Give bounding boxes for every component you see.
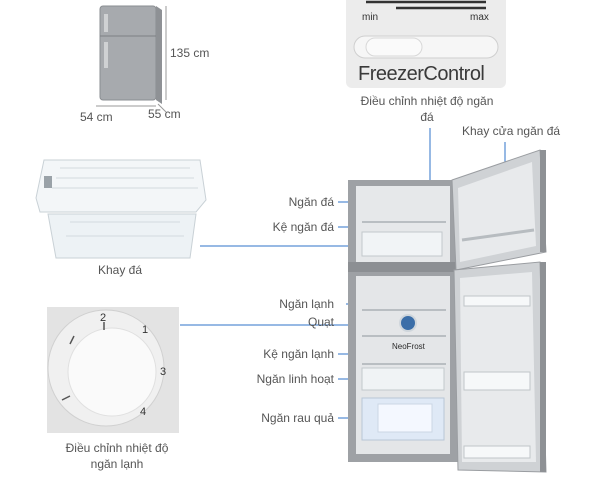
dial-mark-1: 1 (142, 324, 149, 336)
width-label: 54 cm (80, 110, 113, 124)
label-vegetable: Ngăn rau quả (261, 411, 334, 425)
height-label: 135 cm (170, 46, 210, 60)
label-door-tray: Khay cửa ngăn đá (462, 124, 561, 138)
label-fan: Quạt (307, 315, 334, 329)
ice-tray-caption: Khay đá (97, 263, 143, 277)
freezer-control-title: FreezerControl (358, 63, 485, 85)
min-label: min (362, 12, 379, 23)
fridge-dial-caption: Điều chỉnh nhiệt độ ngăn lạnh (65, 441, 169, 471)
label-fridge: Ngăn lạnh (279, 297, 334, 311)
freezer-control-caption: Điều chỉnh nhiệt độ ngăn đá (360, 94, 494, 124)
dial-mark-top: 2 (100, 312, 107, 324)
label-flexible: Ngăn linh hoạt (256, 372, 334, 386)
temperature-scale-icon (353, 0, 499, 59)
max-label: max (470, 12, 489, 23)
dial-mark-2: 3 (160, 366, 167, 378)
dial-mark-4: 4 (140, 406, 147, 418)
neofrost-badge: NeoFrost (392, 342, 425, 351)
label-freezer-shelf: Kệ ngăn đá (272, 220, 334, 234)
label-freezer: Ngăn đá (288, 195, 334, 209)
label-fridge-shelf: Kệ ngăn lạnh (263, 347, 334, 361)
depth-label: 55 cm (148, 107, 181, 121)
freezer-control-panel: min max FreezerControl (346, 0, 506, 88)
